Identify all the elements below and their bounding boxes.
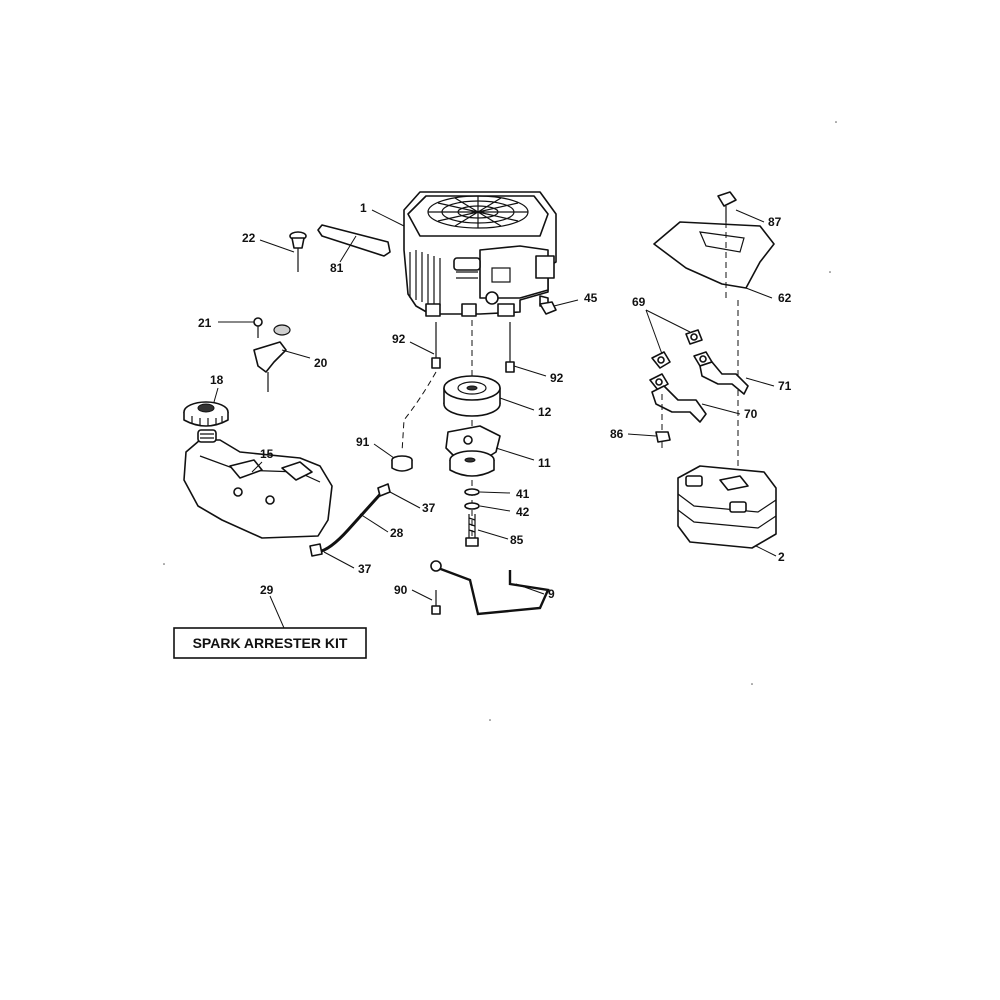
callout-85: 85: [510, 533, 524, 547]
washer-41: [464, 488, 480, 496]
callout-labels: 1 22 81 21 20 18 15 92 92 45 12 91 11 41…: [198, 201, 792, 601]
bolt-92-left: [431, 322, 441, 369]
callout-12: 12: [538, 405, 552, 419]
nut-86: [655, 431, 671, 443]
flywheel-grille: [427, 195, 529, 229]
callout-91: 91: [356, 435, 370, 449]
exhaust-pipes: [651, 361, 749, 423]
callout-11: 11: [538, 456, 551, 470]
callout-81: 81: [330, 261, 344, 275]
callout-18: 18: [210, 373, 224, 387]
heat-shield: [653, 221, 775, 289]
fuel-cap: [183, 401, 229, 427]
callout-22: 22: [242, 231, 256, 245]
callout-41: 41: [516, 487, 530, 501]
callout-70: 70: [744, 407, 758, 421]
bracket-rod: [430, 560, 550, 616]
callout-1: 1: [360, 201, 367, 215]
callout-86: 86: [610, 427, 624, 441]
bolt-92-right: [505, 322, 515, 373]
gaskets: [649, 329, 713, 391]
callout-21: 21: [198, 316, 212, 330]
callout-42: 42: [516, 505, 530, 519]
callout-90: 90: [394, 583, 408, 597]
fuel-tank: [183, 429, 333, 539]
callout-92-right: 92: [550, 371, 564, 385]
throttle-control: [253, 317, 291, 392]
callout-45: 45: [584, 291, 598, 305]
leader-lines: [213, 209, 777, 629]
callout-87: 87: [768, 215, 782, 229]
callout-2: 2: [778, 550, 785, 564]
washer-42: [464, 502, 480, 510]
spacer-91: [391, 455, 413, 472]
callout-92-left: 92: [392, 332, 406, 346]
callout-28: 28: [390, 526, 404, 540]
fuel-line: [309, 483, 391, 557]
callout-69: 69: [632, 295, 646, 309]
callout-29: 29: [260, 583, 274, 597]
bolt-87: [717, 191, 737, 222]
pulley: [443, 375, 501, 417]
callout-62: 62: [778, 291, 792, 305]
callout-71: 71: [778, 379, 792, 393]
callout-9: 9: [548, 587, 555, 601]
nut-45: [539, 301, 557, 315]
scan-specks: [163, 121, 837, 721]
bolt-85: [465, 514, 479, 547]
spark-arrester-kit-label: SPARK ARRESTER KIT: [193, 635, 348, 651]
muffler: [677, 465, 777, 549]
callout-37-lower: 37: [358, 562, 372, 576]
dipstick-tube: [317, 224, 391, 257]
engine: [403, 191, 557, 317]
electric-clutch: [445, 425, 501, 477]
callout-15: 15: [260, 447, 274, 461]
callout-20: 20: [314, 356, 328, 370]
spark-arrester-kit-box: SPARK ARRESTER KIT: [173, 627, 367, 659]
choke-knob: [289, 231, 307, 272]
callout-37-upper: 37: [422, 501, 436, 515]
bolt-90: [431, 590, 441, 615]
